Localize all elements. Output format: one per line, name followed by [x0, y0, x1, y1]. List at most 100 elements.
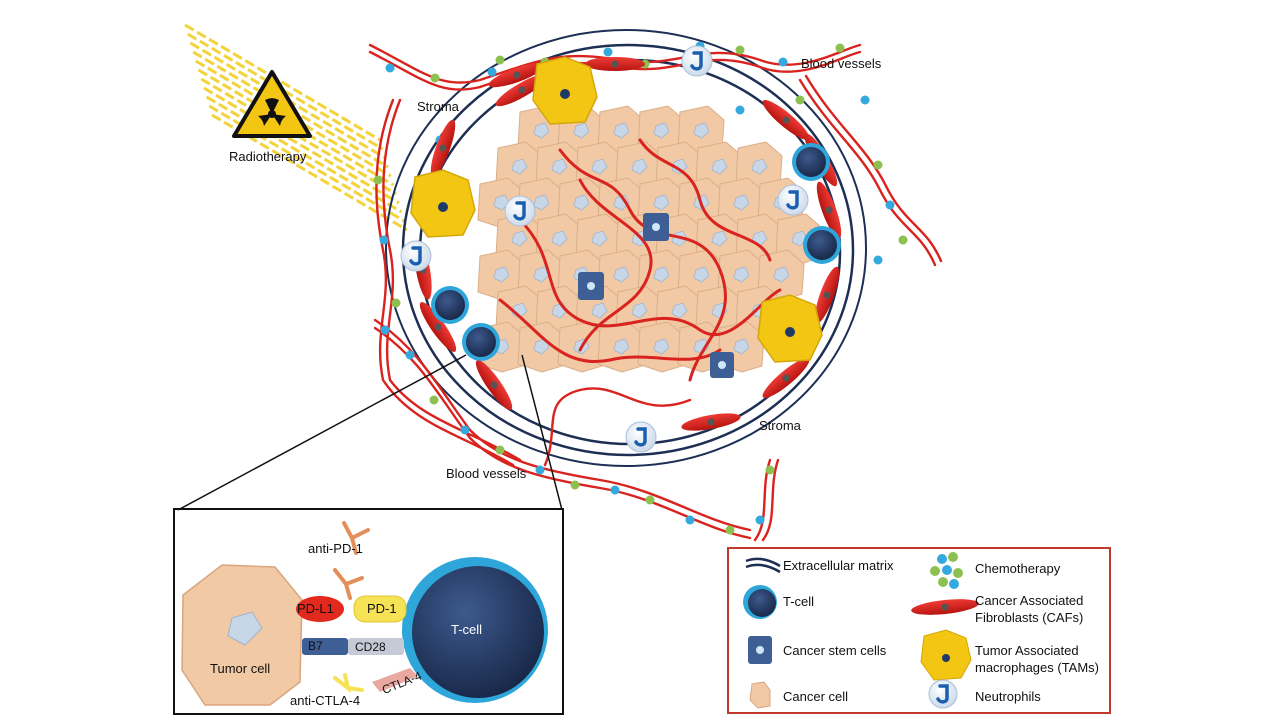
chemo-bead	[405, 350, 415, 360]
neutrophil-group	[400, 45, 809, 453]
chemo-bead	[385, 63, 395, 73]
tcell	[462, 323, 500, 361]
ctla4-receptor	[372, 668, 418, 692]
chemo-bead	[495, 445, 505, 455]
radiation-ray	[203, 86, 400, 205]
zoom-connector	[177, 354, 563, 511]
inset-tcell-label: T-cell	[451, 622, 483, 637]
chemo-bead	[685, 515, 695, 525]
chemo-bead	[460, 425, 470, 435]
inner-blood-vessels	[498, 138, 782, 382]
tcell	[792, 143, 830, 181]
legend-ecm-label: Extracellular matrix	[783, 558, 894, 573]
caf-cell	[585, 57, 645, 71]
tcell	[431, 286, 469, 324]
immune-checkpoint-inset	[173, 508, 564, 715]
b7-receptor	[302, 638, 348, 655]
chemo-bead	[610, 485, 620, 495]
blood-vessels-label-top: Blood vessels	[801, 56, 882, 71]
stem-legend-icon	[748, 636, 772, 664]
chemo-bead	[735, 105, 745, 115]
tam-cell	[757, 294, 823, 363]
chemo-bead	[898, 235, 908, 245]
stroma-label-right: Stroma	[759, 418, 801, 433]
chemo-bead	[391, 298, 401, 308]
cancer-stem-cell	[643, 213, 669, 241]
neutrophil-icon	[777, 184, 809, 216]
legend-chemo-label: Chemotherapy	[975, 561, 1061, 576]
matrix-legend-icon	[745, 557, 781, 574]
caf-cell	[681, 413, 741, 431]
chemo-bead	[487, 67, 497, 77]
chemo-bead	[873, 255, 883, 265]
tam-cell	[532, 56, 598, 125]
cancer-cell	[637, 321, 685, 373]
radiotherapy-label: Radiotherapy	[229, 149, 307, 164]
inset-tcell	[402, 557, 548, 703]
radiation-ray	[205, 95, 403, 214]
caf-cell	[475, 360, 513, 410]
inset-drawing	[181, 521, 548, 706]
pd-1-label: PD-1	[367, 601, 397, 616]
caf-cell	[430, 119, 456, 177]
chemo-bead	[725, 525, 735, 535]
pd-1-receptor	[353, 595, 407, 623]
radiation-hazard-icon	[232, 70, 312, 138]
cafs-group	[414, 57, 842, 431]
chemo-bead	[885, 200, 895, 210]
caf-cell	[814, 266, 840, 324]
legend-neutro-label: Neutrophils	[975, 689, 1041, 704]
caf-cell	[419, 302, 457, 352]
blood-vessels-label-bottom: Blood vessels	[446, 466, 527, 481]
tumor-cell-label: Tumor cell	[210, 661, 271, 676]
b7-label: B7	[308, 639, 323, 653]
cancer-cell	[557, 177, 605, 229]
legend-box	[727, 547, 1111, 714]
anti-pd1-antibody	[333, 521, 370, 600]
cd28-receptor	[348, 638, 404, 655]
chemo-bead	[603, 47, 613, 57]
chemo-bead	[795, 95, 805, 105]
chemo-bead	[765, 465, 775, 475]
caf-legend-icon	[911, 599, 979, 615]
chemo-bead	[535, 465, 545, 475]
stroma-label-top: Stroma	[417, 99, 459, 114]
caf-cell	[488, 62, 546, 88]
chemo-bead	[860, 95, 870, 105]
tam-group	[410, 56, 823, 363]
anti-ctla4-label: anti-CTLA-4	[290, 693, 361, 708]
neutrophil-icon	[681, 45, 713, 77]
chemo-bead	[735, 45, 745, 55]
legend-caf-label: Cancer Associated Fibroblasts (CAFs)	[975, 593, 1084, 625]
cancer-cell	[597, 249, 645, 301]
pd-l1-receptor	[296, 596, 344, 622]
legend-tcell-label: T-cell	[783, 594, 815, 609]
cancer-stem-cell	[710, 352, 734, 378]
pd-l1-label: PD-L1	[297, 601, 334, 616]
chemo-bead	[835, 43, 845, 53]
chemo-bead	[645, 495, 655, 505]
chemo-bead	[778, 57, 788, 67]
neutrophil-icon	[625, 421, 657, 453]
cancer-cell	[597, 321, 645, 373]
inset-tumor-cell	[181, 564, 303, 706]
caf-cell	[762, 357, 810, 399]
tam-legend-icon	[920, 629, 972, 681]
tam-cell	[410, 169, 476, 238]
cancer-cell	[757, 249, 805, 301]
cancer-cell	[717, 177, 765, 229]
chemo-bead	[873, 160, 883, 170]
chemo-bead	[570, 480, 580, 490]
legend-stem-label: Cancer stem cells	[783, 643, 887, 658]
legend-cancer-label: Cancer cell	[783, 689, 849, 704]
tcell-legend-icon	[743, 585, 777, 619]
cancer-cell	[477, 249, 525, 301]
cancer-stem-cell	[578, 272, 604, 300]
chemo-bead	[430, 73, 440, 83]
tcell	[803, 226, 841, 264]
neutrophil-icon	[400, 240, 432, 272]
chemo-bead	[495, 55, 505, 65]
caf-cell	[762, 99, 810, 141]
chemo-bead	[755, 515, 765, 525]
